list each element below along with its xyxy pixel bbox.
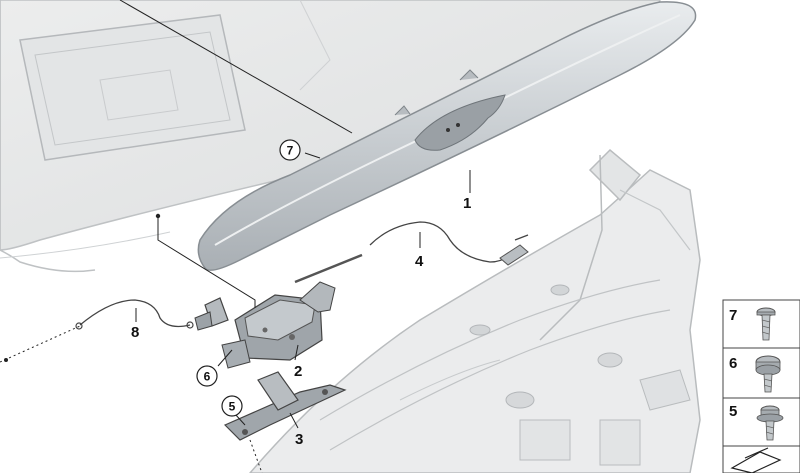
connecting-rod [294,253,363,284]
bracket-part-6 [194,297,229,331]
arrow-icon [730,447,782,473]
callout-2: 2 [294,363,302,380]
flange-bolt-icon [756,405,784,441]
callout-1: 1 [463,195,471,212]
cable-part-4 [369,221,529,266]
callout-6-circle: 6 [196,365,218,387]
legend-number-6: 6 [729,355,737,372]
hex-bolt-icon [755,355,781,393]
striker-part-3 [223,371,347,441]
leader-lines [0,0,471,473]
callout-5-circle: 5 [221,395,243,417]
callout-5: 5 [229,400,236,414]
callout-6: 6 [204,370,211,384]
handle-trim-part-1 [197,1,697,271]
callout-3: 3 [295,431,303,448]
tailgate-panel [0,0,661,273]
legend-row-5 [722,397,800,447]
leader-dot [155,213,161,219]
callout-8: 8 [131,324,139,341]
body-frame [249,148,701,473]
callout-7: 7 [287,144,294,158]
callout-7-circle: 7 [279,139,301,161]
legend-row-7 [722,299,800,349]
lock-part-2 [221,281,336,369]
cable-part-8 [75,299,194,330]
callout-4: 4 [415,253,424,270]
legend-number-5: 5 [729,403,737,420]
parts-legend: 7 6 5 [722,299,800,473]
legend-number-7: 7 [729,307,737,324]
leader-dot [4,358,8,362]
screw-icon [756,307,776,341]
